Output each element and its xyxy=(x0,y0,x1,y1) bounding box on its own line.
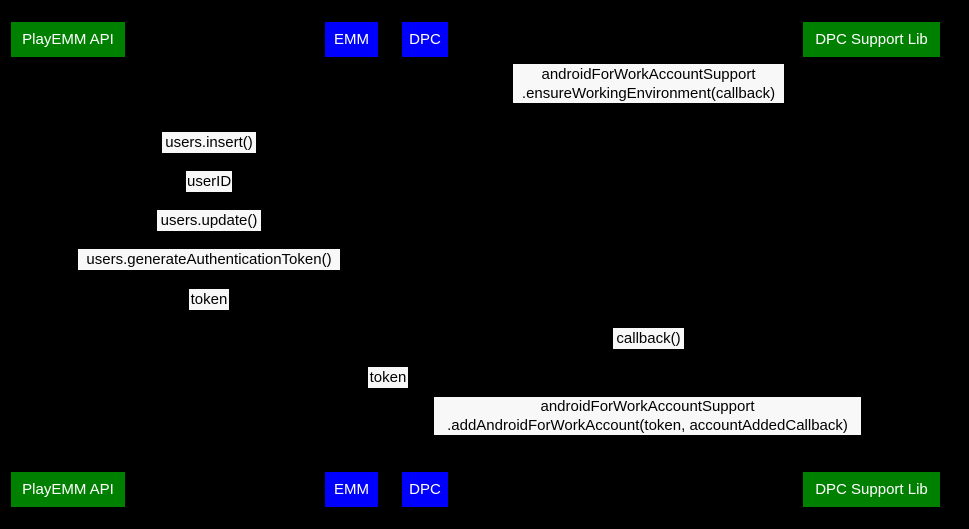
message-label-callback: callback() xyxy=(613,328,684,349)
participant-label: DPC Support Lib xyxy=(815,31,928,48)
message-line-1: users.insert() xyxy=(165,134,253,151)
message-line-1: users.generateAuthenticationToken() xyxy=(86,251,332,268)
message-line-1: users.update() xyxy=(160,212,258,229)
participant-top-playemm-api[interactable]: PlayEMM API xyxy=(11,22,125,57)
participant-bottom-playemm-api[interactable]: PlayEMM API xyxy=(11,472,125,507)
participant-label: EMM xyxy=(334,31,369,48)
participant-bottom-emm[interactable]: EMM xyxy=(325,472,378,507)
participant-label: DPC Support Lib xyxy=(815,481,928,498)
participant-label: PlayEMM API xyxy=(22,481,114,498)
participant-label: EMM xyxy=(334,481,369,498)
participant-label: PlayEMM API xyxy=(22,31,114,48)
message-label-users-update: users.update() xyxy=(157,210,261,231)
message-line-1: callback() xyxy=(616,330,681,347)
message-label-users-generate-authentication-token: users.generateAuthenticationToken() xyxy=(78,249,340,270)
message-line-1: androidForWorkAccountSupport xyxy=(541,65,756,83)
message-line-2: .addAndroidForWorkAccount(token, account… xyxy=(447,417,848,434)
message-label-users-insert: users.insert() xyxy=(162,132,256,153)
participant-bottom-dpc[interactable]: DPC xyxy=(402,472,448,507)
participant-top-emm[interactable]: EMM xyxy=(325,22,378,57)
message-label-add-android-for-work-account: androidForWorkAccountSupport .addAndroidF… xyxy=(434,397,861,435)
message-label-token-lower: token xyxy=(368,367,408,388)
message-line-1: androidForWorkAccountSupport xyxy=(540,398,755,415)
message-line-2: .ensureWorkingEnvironment(callback) xyxy=(521,84,776,102)
message-line-1: token xyxy=(369,369,407,386)
participant-bottom-dpc-support-lib[interactable]: DPC Support Lib xyxy=(803,472,940,507)
participant-top-dpc-support-lib[interactable]: DPC Support Lib xyxy=(803,22,940,57)
message-label-ensure-working-environment: androidForWorkAccountSupport.ensureWorki… xyxy=(513,64,784,103)
message-line-1: token xyxy=(190,291,228,308)
message-label-token-upper: token xyxy=(189,289,229,310)
participant-label: DPC xyxy=(409,31,441,48)
participant-label: DPC xyxy=(409,481,441,498)
message-label-user-id: userID xyxy=(186,171,232,192)
message-line-1: userID xyxy=(187,173,232,190)
participant-top-dpc[interactable]: DPC xyxy=(402,22,448,57)
